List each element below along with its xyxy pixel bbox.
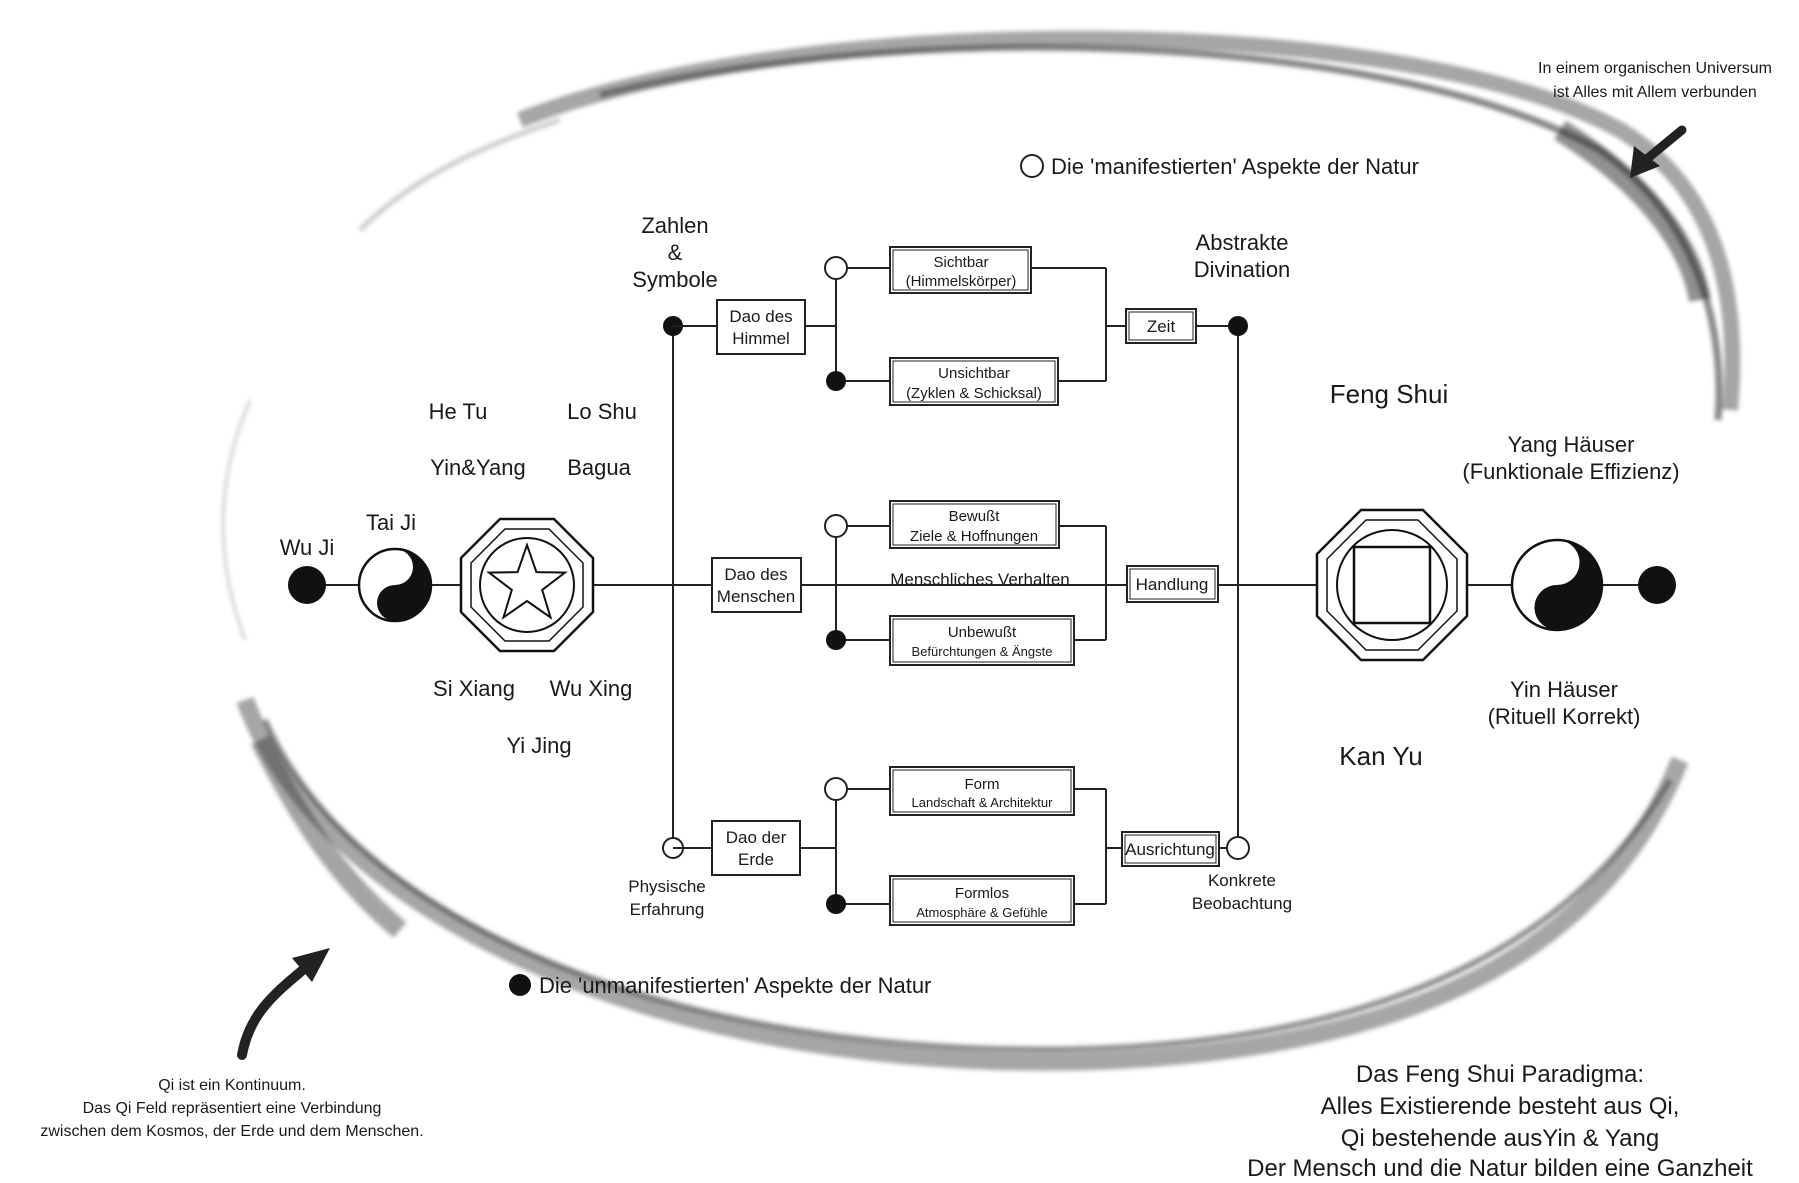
yin-houses-line2: (Rituell Korrekt) [1488,704,1641,729]
human-unmanifest-dot [826,630,846,650]
result-action-box: Handlung [1126,565,1219,603]
aspect-formless-box: Formlos Atmosphäre & Gefühle [889,875,1075,926]
concrete-line1: Konkrete [1208,871,1276,890]
yin-houses-line1: Yin Häuser [1510,677,1618,702]
aspect-invisible-line1: Unsichtbar [938,365,1010,382]
aspect-visible-box: Sichtbar (Himmelskörper) [889,246,1032,294]
yang-houses-line2: (Funktionale Effizienz) [1462,459,1679,484]
annotation-top-right-line1: In einem organischen Universum [1538,60,1772,77]
bagua-label: Bagua [567,455,631,480]
dao-heaven-line1: Dao des [729,307,792,326]
dao-human-box: Dao des Menschen [711,557,802,613]
aspect-visible-line1: Sichtbar [933,254,988,271]
earth-manifest-dot [824,777,848,801]
wu-xing-label: Wu Xing [550,676,633,701]
human-manifest-dot [824,514,848,538]
aspect-conscious-line1: Bewußt [949,508,1001,525]
spine-top-line3: Symbole [632,267,718,292]
dao-heaven-line2: Himmel [732,329,790,348]
spine-top-line2: & [668,240,683,265]
result-time-box: Zeit [1125,308,1197,344]
aspect-unconscious-line1: Unbewußt [948,624,1017,641]
concrete-line2: Beobachtung [1192,894,1292,913]
aspect-form-line1: Form [965,776,1000,793]
human-behavior-label: Menschliches Verhalten [890,570,1070,589]
result-orientation-box: Ausrichtung [1121,831,1220,867]
kan-yu-label: Kan Yu [1339,741,1422,771]
abstract-line1: Abstrakte [1196,230,1289,255]
yang-houses-line1: Yang Häuser [1508,432,1635,457]
wu-ji-label: Wu Ji [280,535,335,560]
yin-yang-icon [357,547,433,623]
spine-bottom-line1: Physische [628,877,705,896]
dao-human-line1: Dao des [724,565,787,584]
annotation-bottom-left-line2: Das Qi Feld repräsentiert eine Verbindun… [83,1100,382,1117]
wu-ji-dot [288,566,326,604]
dao-heaven-box: Dao des Himmel [716,299,806,355]
paradigm-line3: Qi bestehende ausYin & Yang [1341,1125,1659,1152]
si-xiang-label: Si Xiang [433,676,515,701]
yin-yang-icon [1510,538,1604,632]
dao-earth-line2: Erde [738,850,774,869]
aspect-form-line2: Landschaft & Architektur [912,795,1054,810]
aspect-invisible-line2: (Zyklen & Schicksal) [906,385,1042,402]
heaven-manifest-dot [824,256,848,280]
legend-open-circle-icon [1020,154,1044,178]
spine-bottom-line2: Erfahrung [630,900,705,919]
aspect-formless-line2: Atmosphäre & Gefühle [916,905,1048,920]
dao-earth-box: Dao der Erde [711,820,801,876]
arrow-icon [1630,125,1687,178]
annotation-bottom-left-line3: zwischen dem Kosmos, der Erde und dem Me… [40,1123,423,1140]
legend-manifest-label: Die 'manifestierten' Aspekte der Natur [1051,154,1419,179]
annotation-bottom-left-line1: Qi ist ein Kontinuum. [158,1077,306,1094]
spine-top-line1: Zahlen [641,213,708,238]
right-spine-top-dot [1228,316,1248,336]
right-end-dot [1638,566,1676,604]
aspect-invisible-box: Unsichtbar (Zyklen & Schicksal) [889,357,1059,406]
legend-unmanifest-label: Die 'unmanifestierten' Aspekte der Natur [539,973,931,998]
abstract-line2: Divination [1194,257,1291,282]
result-action-label: Handlung [1136,575,1209,594]
star-octagon-icon [459,517,595,653]
square-octagon-icon [1315,508,1469,662]
dao-human-line2: Menschen [717,587,795,606]
yin-yang-label: Yin&Yang [430,455,525,480]
he-tu-label: He Tu [429,399,488,424]
lo-shu-label: Lo Shu [567,399,637,424]
dao-earth-line1: Dao der [726,828,787,847]
legend-filled-circle-icon [509,974,531,996]
aspect-conscious-line2: Ziele & Hoffnungen [910,528,1038,545]
result-orientation-label: Ausrichtung [1125,840,1215,859]
aspect-formless-line1: Formlos [955,885,1009,902]
aspect-unconscious-box: Unbewußt Befürchtungen & Ängste [889,615,1075,666]
qi-field-brush-ring [221,30,1741,1071]
yi-jing-label: Yi Jing [506,733,571,758]
tai-ji-label: Tai Ji [366,510,416,535]
heaven-unmanifest-dot [826,371,846,391]
right-spine-bottom-dot [1226,836,1250,860]
annotation-top-right-line2: ist Alles mit Allem verbunden [1553,84,1757,101]
result-time-label: Zeit [1147,317,1176,336]
earth-unmanifest-dot [826,894,846,914]
paradigm-line1: Das Feng Shui Paradigma: [1356,1061,1644,1088]
paradigm-line2: Alles Existierende besteht aus Qi, [1321,1093,1680,1120]
aspect-unconscious-line2: Befürchtungen & Ängste [912,644,1053,659]
aspect-visible-line2: (Himmelskörper) [906,273,1017,290]
aspect-conscious-box: Bewußt Ziele & Hoffnungen [889,500,1060,549]
paradigm-line4: Der Mensch und die Natur bilden eine Gan… [1247,1155,1753,1182]
aspect-form-box: Form Landschaft & Architektur [889,766,1075,816]
feng-shui-label: Feng Shui [1330,379,1449,409]
arrow-icon [237,948,330,1060]
